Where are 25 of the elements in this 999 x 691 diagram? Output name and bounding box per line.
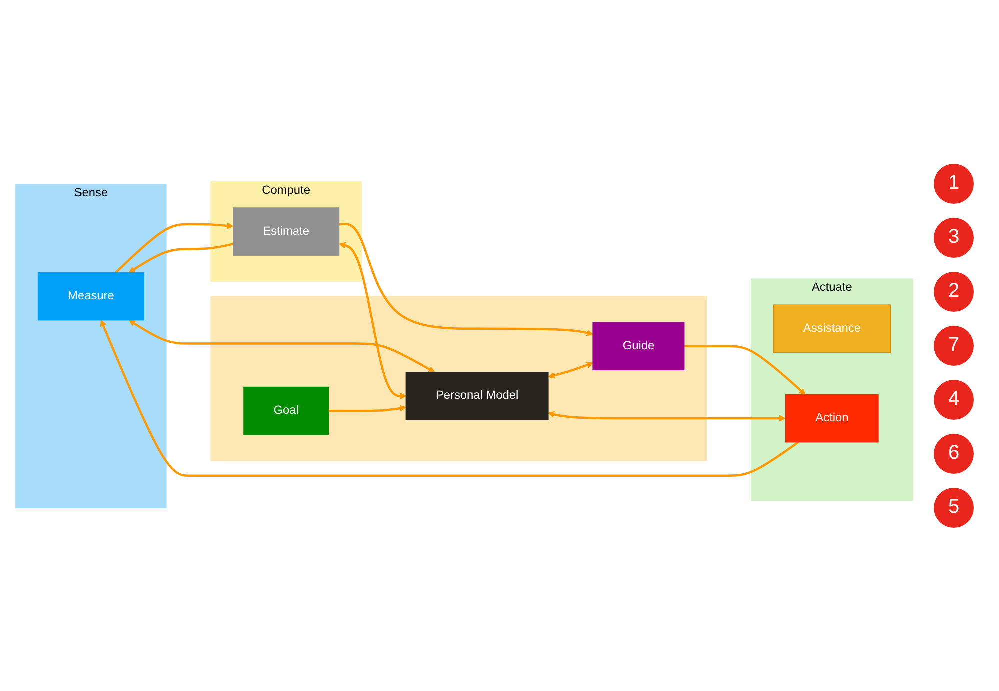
node-box: Guide [592, 322, 685, 371]
arrow [328, 406, 406, 413]
callout-number: 5 [934, 488, 974, 528]
callout-number: 2 [934, 272, 974, 312]
arrow [339, 223, 594, 337]
arrow [339, 242, 406, 400]
arrow [115, 223, 234, 274]
arrow [548, 412, 786, 422]
arrow [548, 362, 594, 380]
arrow [128, 243, 234, 274]
node-box: Personal Model [406, 372, 549, 421]
node-box: Goal [244, 387, 330, 436]
node-box: Action [786, 394, 879, 444]
node-box: Measure [38, 272, 144, 322]
node-box: Estimate [233, 208, 340, 256]
node-box: Assistance [773, 305, 892, 354]
callout-number: 6 [934, 434, 974, 474]
callout-number: 7 [934, 326, 974, 366]
callout-number: 1 [934, 164, 974, 204]
cluster [210, 296, 708, 462]
arrow [684, 346, 806, 396]
callout-number: 4 [934, 380, 974, 420]
arrow [129, 320, 436, 374]
callout-number: 3 [934, 218, 974, 258]
arrow [100, 320, 800, 478]
